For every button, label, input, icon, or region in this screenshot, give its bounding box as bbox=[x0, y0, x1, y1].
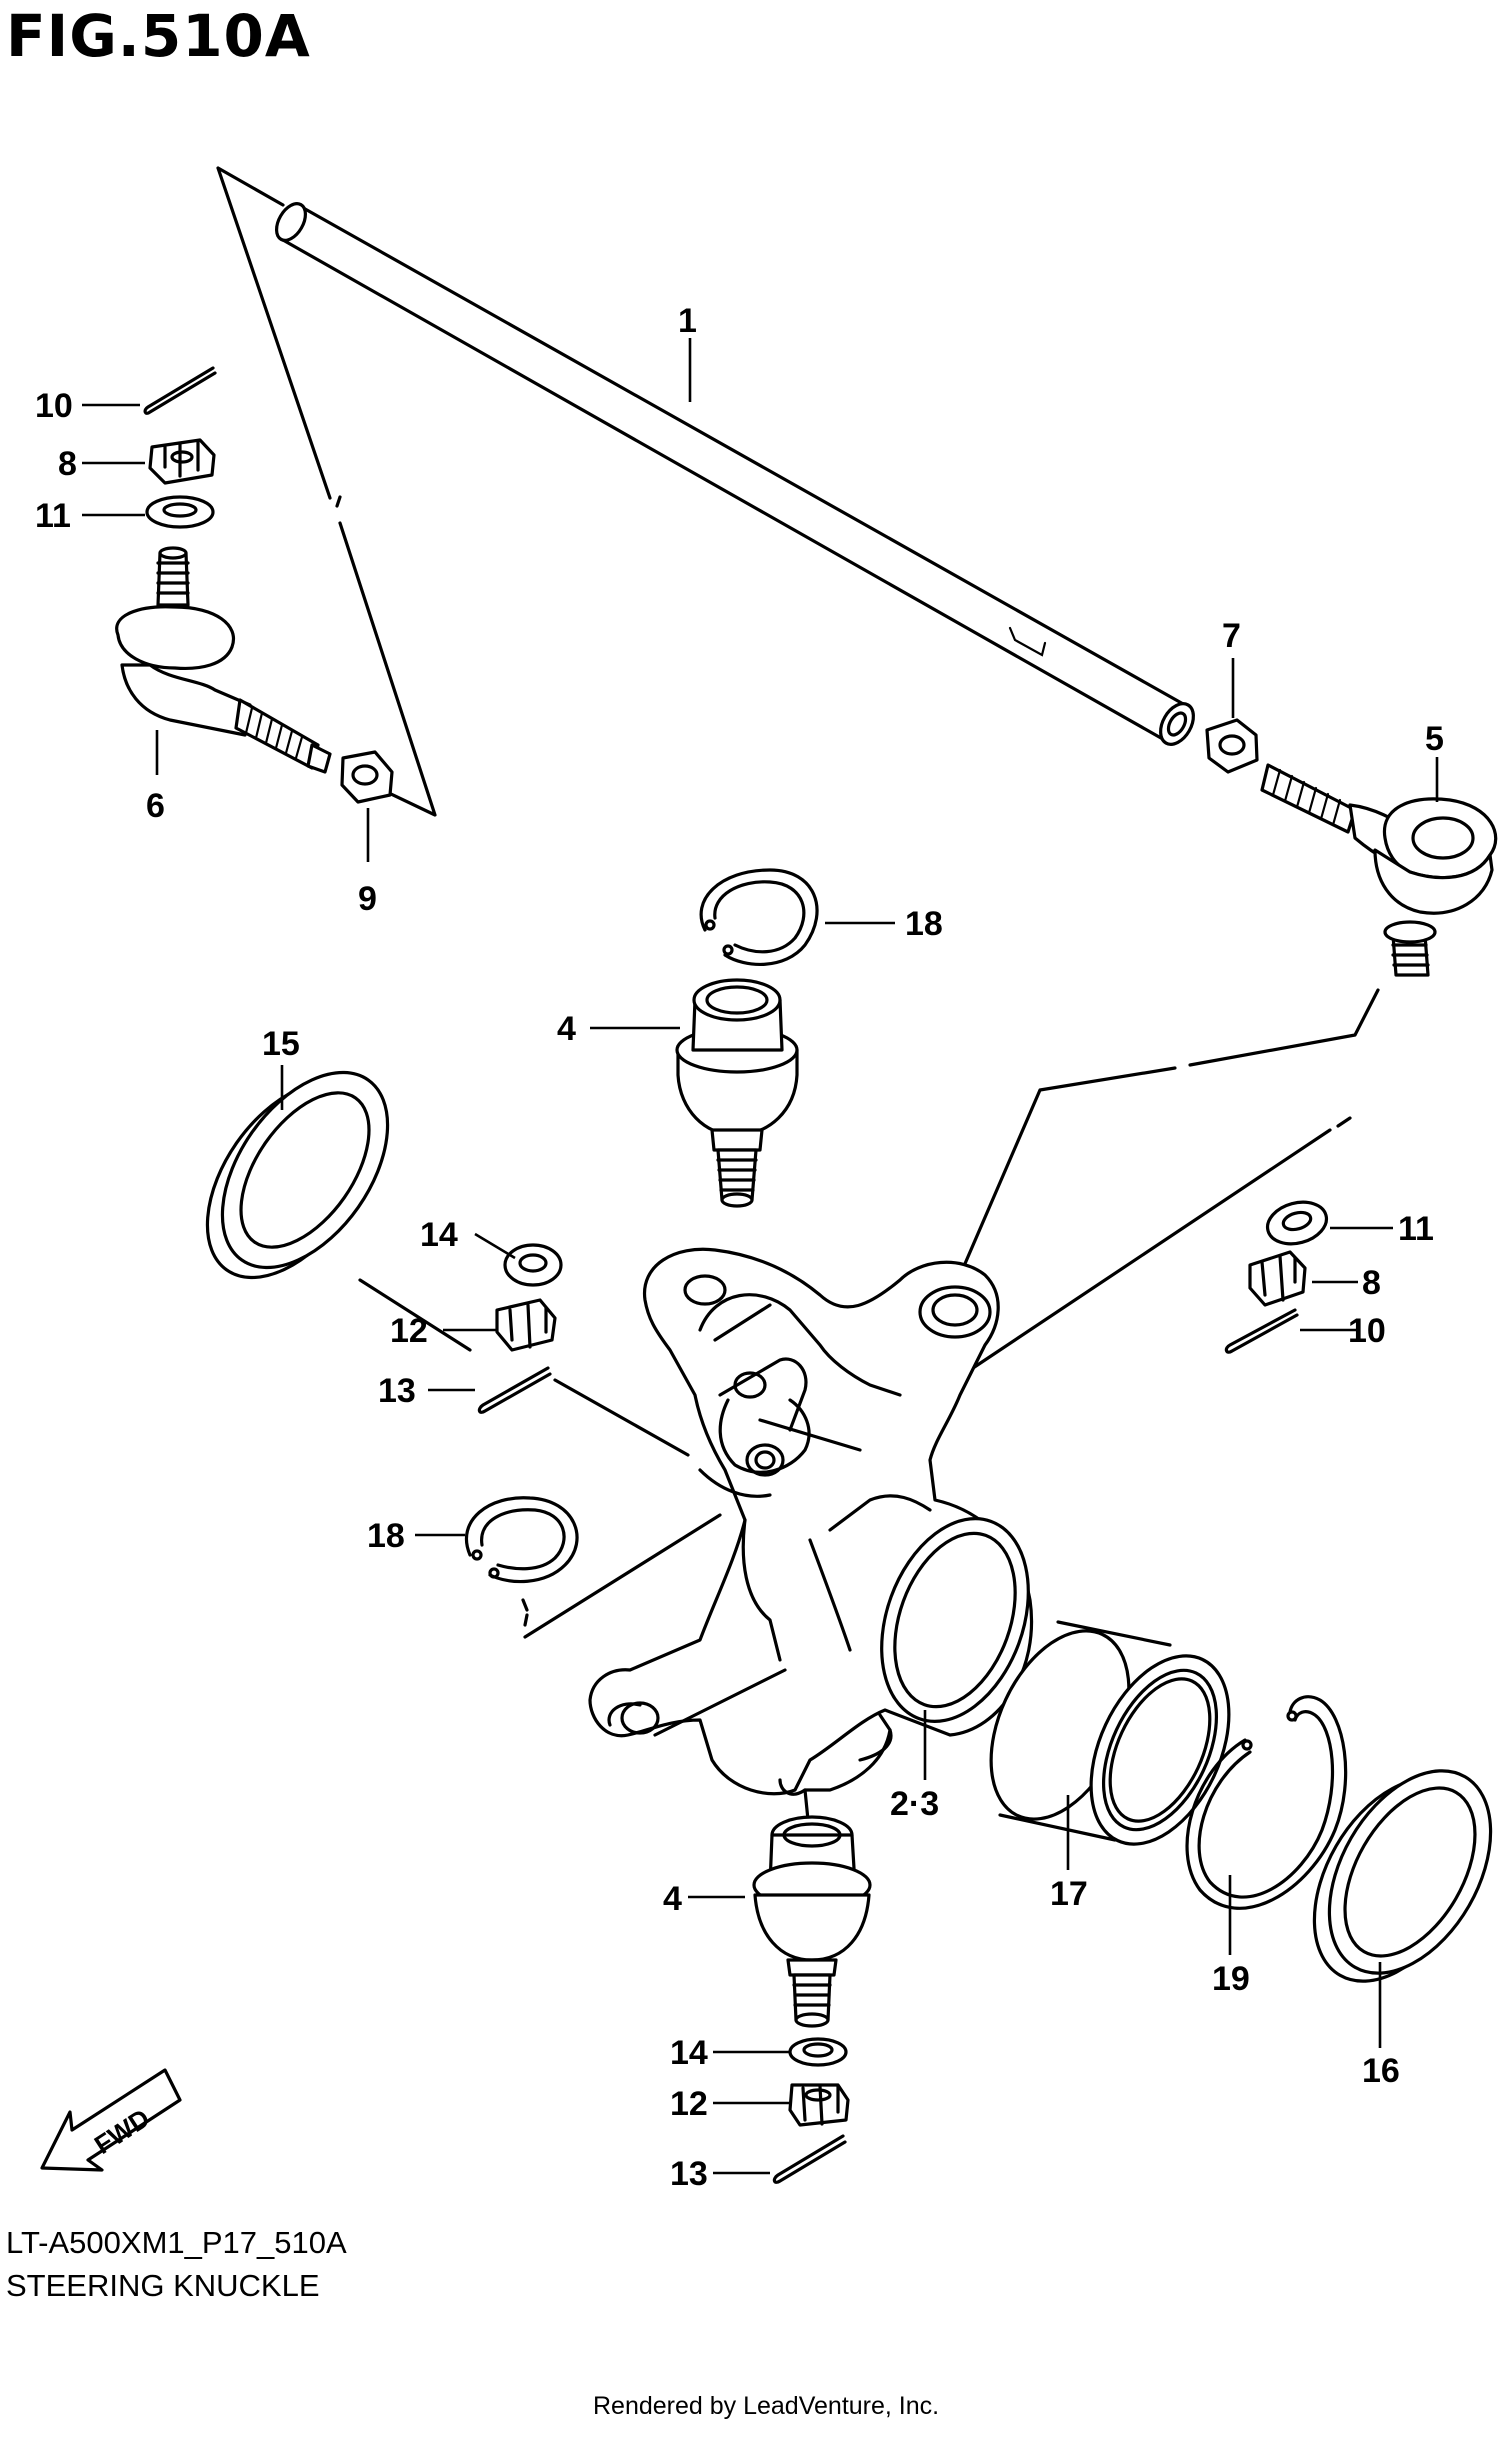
callout-6[interactable]: 6 bbox=[146, 787, 165, 825]
callout-1[interactable]: 1 bbox=[678, 302, 697, 340]
bearing[interactable] bbox=[963, 1609, 1256, 1870]
callout-11-left[interactable]: 11 bbox=[35, 497, 71, 535]
model-code: LT-A500XM1_P17_510A bbox=[6, 2225, 347, 2260]
callout-14-upper[interactable]: 14 bbox=[420, 1216, 458, 1254]
figure-title: FIG.510A bbox=[6, 2, 311, 70]
callout-17[interactable]: 17 bbox=[1050, 1875, 1088, 1913]
leader-lines bbox=[82, 338, 1439, 2175]
leader-circlip bbox=[521, 1513, 722, 1639]
circlip-upper[interactable] bbox=[699, 868, 819, 966]
oil-seal-left[interactable] bbox=[174, 1043, 422, 1308]
callout-7[interactable]: 7 bbox=[1222, 617, 1241, 655]
leader-seal bbox=[358, 1278, 690, 1457]
callout-8-left[interactable]: 8 bbox=[58, 445, 77, 483]
callout-14-lower[interactable]: 14 bbox=[670, 2034, 708, 2072]
ball-joint-upper[interactable] bbox=[675, 978, 799, 1208]
callout-2-3[interactable]: 2·3 bbox=[890, 1785, 939, 1823]
figure-caption: STEERING KNUCKLE bbox=[6, 2268, 320, 2303]
callout-4-lower[interactable]: 4 bbox=[663, 1880, 682, 1918]
callout-15[interactable]: 15 bbox=[262, 1025, 300, 1063]
callout-16[interactable]: 16 bbox=[1362, 2052, 1400, 2090]
callout-13-upper[interactable]: 13 bbox=[378, 1372, 416, 1410]
callout-12-lower[interactable]: 12 bbox=[670, 2085, 708, 2123]
callout-9[interactable]: 9 bbox=[358, 880, 377, 918]
castle-nut-left[interactable] bbox=[148, 438, 216, 485]
callout-13-lower[interactable]: 13 bbox=[670, 2155, 708, 2193]
washer-lower[interactable] bbox=[788, 2037, 848, 2067]
cotter-pin-left[interactable] bbox=[143, 366, 217, 415]
group-bracket-right bbox=[943, 988, 1380, 1372]
callout-5[interactable]: 5 bbox=[1425, 720, 1444, 758]
callout-11-right[interactable]: 11 bbox=[1398, 1210, 1434, 1248]
nut-9[interactable] bbox=[340, 750, 394, 804]
cotter-pin-upper[interactable] bbox=[477, 1366, 552, 1414]
callout-8-right[interactable]: 8 bbox=[1362, 1264, 1381, 1302]
washer-right[interactable] bbox=[1263, 1196, 1331, 1250]
tie-rod-end-left[interactable] bbox=[115, 546, 332, 774]
callout-10-right[interactable]: 10 bbox=[1348, 1312, 1386, 1350]
callout-18-upper[interactable]: 18 bbox=[905, 905, 943, 943]
callout-labels: 1 10 8 11 6 9 7 5 18 4 15 11 8 10 14 12 … bbox=[35, 302, 1444, 2193]
castle-nut-lower[interactable] bbox=[788, 2083, 850, 2127]
ball-joint-lower[interactable] bbox=[752, 1788, 872, 2028]
render-credit: Rendered by LeadVenture, Inc. bbox=[593, 2392, 940, 2420]
callout-4-upper[interactable]: 4 bbox=[557, 1010, 576, 1048]
oil-seal-right[interactable] bbox=[1281, 1743, 1500, 2010]
callout-19[interactable]: 19 bbox=[1212, 1960, 1250, 1998]
circlip-bearing[interactable] bbox=[1185, 1695, 1348, 1910]
cotter-pin-right[interactable] bbox=[1224, 1308, 1299, 1354]
circlip-middle[interactable] bbox=[464, 1496, 579, 1584]
fwd-arrow: FWD bbox=[40, 2068, 182, 2172]
callout-12-upper[interactable]: 12 bbox=[390, 1312, 428, 1350]
castle-nut-upper[interactable] bbox=[495, 1298, 557, 1352]
tie-rod-end-right[interactable] bbox=[1260, 763, 1498, 977]
nut-7[interactable] bbox=[1205, 718, 1259, 774]
cotter-pin-lower[interactable] bbox=[772, 2134, 847, 2184]
callout-18-middle[interactable]: 18 bbox=[367, 1517, 405, 1555]
steering-knuckle[interactable] bbox=[588, 1247, 1055, 1796]
group-bracket-left bbox=[216, 166, 437, 817]
castle-nut-right[interactable] bbox=[1248, 1250, 1307, 1307]
washer-upper[interactable] bbox=[503, 1243, 563, 1287]
tie-rod[interactable] bbox=[271, 199, 1201, 750]
washer-left[interactable] bbox=[145, 495, 215, 529]
callout-10-left[interactable]: 10 bbox=[35, 387, 73, 425]
